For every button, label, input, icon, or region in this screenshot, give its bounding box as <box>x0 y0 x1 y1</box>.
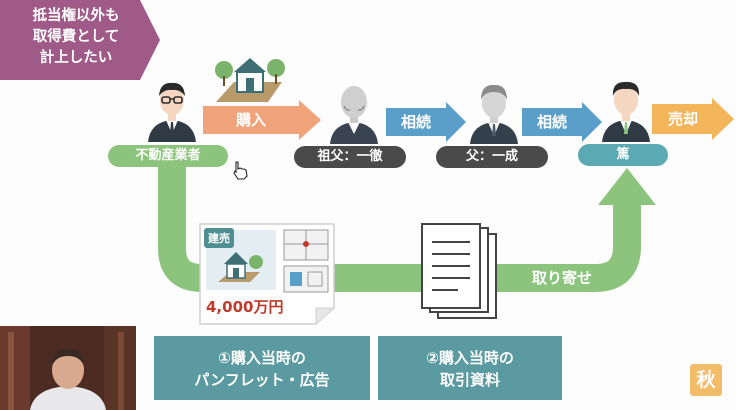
info-box-flyer: ①購入当時の パンフレット・広告 <box>154 336 370 400</box>
inherit-arrow-1-label: 相続 <box>400 113 431 131</box>
info-box-transaction-docs: ②購入当時の 取引資料 <box>378 336 562 400</box>
watermark-logo: 秋 <box>690 364 722 396</box>
info-box-line: ①購入当時の <box>218 349 306 367</box>
buy-arrow-shape <box>203 100 321 140</box>
label-grandfather: 祖父：一徹 <box>294 146 406 168</box>
label-atsushi: 篤 <box>578 144 668 166</box>
grandfather-avatar <box>330 86 378 144</box>
return-arrow-label: 取り寄せ <box>531 269 592 287</box>
return-arrow-path <box>158 165 641 292</box>
house-with-trees-icon <box>215 58 285 102</box>
dealer-avatar <box>148 82 196 142</box>
label-dealer: 不動産業者 <box>108 145 228 167</box>
inherit-arrow-2-shape <box>522 102 602 142</box>
corner-note-line: 抵当権以外も <box>32 8 120 24</box>
corner-note-line: 計上したい <box>39 50 113 66</box>
return-arrow-head <box>598 168 656 205</box>
hand-cursor-icon <box>233 161 248 180</box>
buy-arrow-label: 購入 <box>235 111 266 129</box>
info-box-line: ②購入当時の <box>426 349 514 367</box>
label-father: 父：一成 <box>436 146 548 168</box>
corner-note: 抵当権以外も 取得費として 計上したい <box>6 6 146 69</box>
corner-note-line: 取得費として <box>32 29 120 45</box>
documents-stack-icon <box>421 223 497 319</box>
flyer-badge: 建売 <box>204 228 234 248</box>
info-box-line: 取引資料 <box>439 371 500 389</box>
flyer-price: 4,000万円 <box>206 298 284 316</box>
father-avatar <box>470 84 518 144</box>
sell-arrow-shape <box>652 98 734 140</box>
sales-flyer-graphic <box>199 223 335 325</box>
corner-note-shape <box>0 0 160 80</box>
info-box-line: パンフレット・広告 <box>194 371 330 389</box>
presenter-webcam <box>0 326 136 410</box>
sell-arrow-label: 売却 <box>667 110 698 128</box>
inherit-arrow-1-shape <box>386 102 466 142</box>
inherit-arrow-2-label: 相続 <box>536 113 567 131</box>
atsushi-avatar <box>602 81 650 142</box>
